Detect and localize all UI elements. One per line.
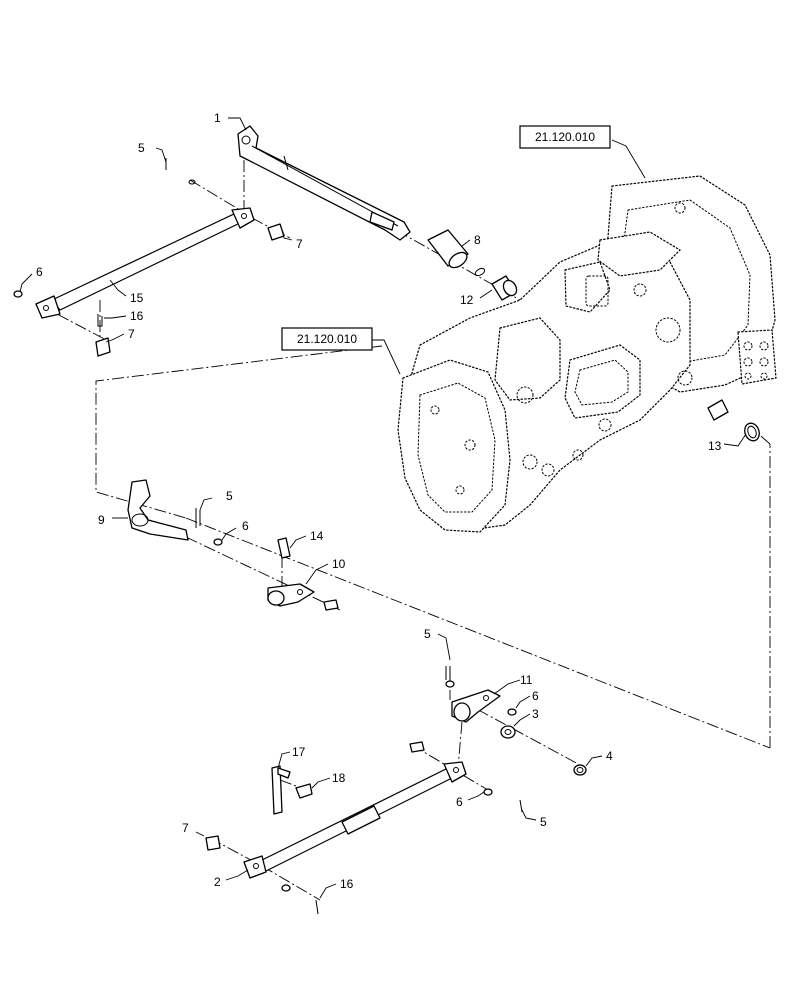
callout-1: 1 — [214, 111, 221, 125]
callout-7: 7 — [182, 821, 189, 835]
bushing-part-8 — [427, 229, 469, 269]
callout-6: 6 — [532, 689, 539, 703]
lever-part-9 — [127, 479, 223, 546]
callout-5: 5 — [226, 489, 233, 503]
reference-label-mid: 21.120.010 — [297, 332, 357, 346]
reference-box-mid[interactable]: 21.120.010 — [281, 327, 373, 351]
callout-16: 16 — [340, 877, 354, 891]
pin-part-17 — [271, 765, 291, 815]
callout-3: 3 — [532, 707, 539, 721]
callout-6: 6 — [242, 519, 249, 533]
callout-13: 13 — [708, 439, 722, 453]
callout-11: 11 — [520, 673, 533, 687]
rod-part-2 — [205, 741, 523, 915]
callout-7: 7 — [128, 327, 135, 341]
callout-7: 7 — [296, 237, 303, 251]
snap-ring-part-13 — [707, 399, 760, 442]
bolt-part-18 — [295, 783, 313, 799]
callout-6: 6 — [456, 795, 463, 809]
arm-part-11 — [445, 666, 587, 776]
callout-17: 17 — [292, 745, 306, 759]
callout-18: 18 — [332, 771, 346, 785]
callout-6: 6 — [36, 265, 43, 279]
callout-5: 5 — [540, 815, 547, 829]
transmission-housing — [397, 175, 777, 533]
callout-4: 4 — [606, 749, 613, 763]
callout-9: 9 — [98, 513, 105, 527]
callout-16: 16 — [130, 309, 144, 323]
shift-shaft-part-1 — [237, 125, 411, 241]
callout-5: 5 — [138, 141, 145, 155]
bushing-part-12 — [474, 267, 518, 301]
callout-10: 10 — [332, 557, 346, 571]
pin-part-14 — [277, 537, 291, 559]
callout-12: 12 — [460, 293, 474, 307]
callout-14: 14 — [310, 529, 324, 543]
callout-2: 2 — [214, 875, 221, 889]
arm-part-10 — [267, 583, 339, 611]
callout-5: 5 — [424, 627, 431, 641]
rod-part-15 — [13, 158, 285, 357]
callout-8: 8 — [474, 233, 481, 247]
reference-box-top[interactable]: 21.120.010 — [519, 125, 611, 149]
callout-15: 15 — [130, 291, 144, 305]
callout-numbers: 1 5 7 8 12 6 15 16 7 13 9 5 6 14 10 5 11… — [36, 111, 722, 891]
callout-leaders — [19, 117, 747, 899]
reference-label-top: 21.120.010 — [535, 130, 595, 144]
